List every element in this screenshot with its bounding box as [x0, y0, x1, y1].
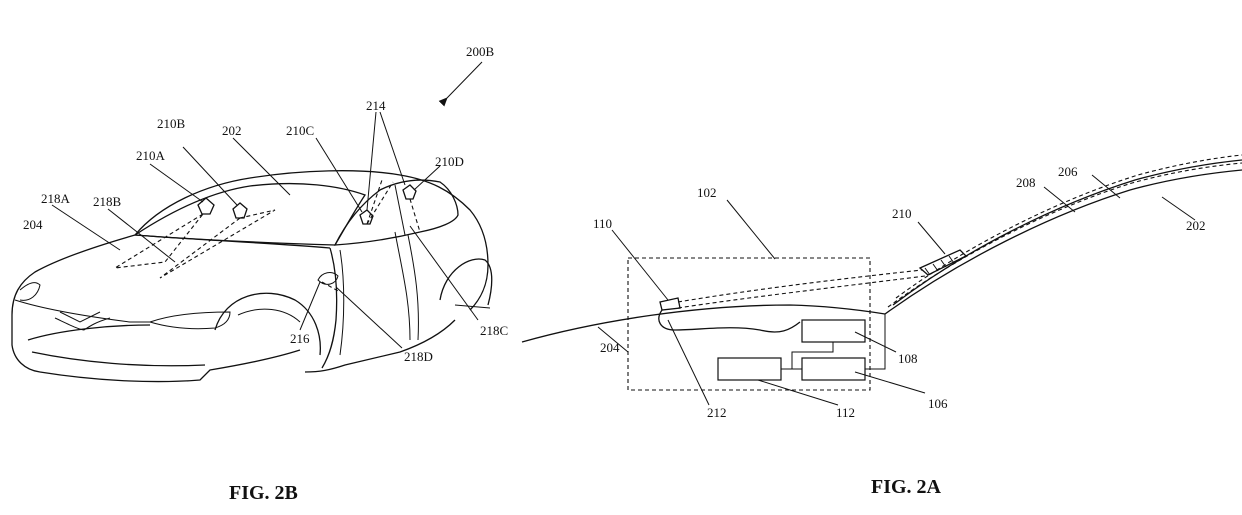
label-218c: 218C [480, 323, 508, 338]
sensor-210b [232, 202, 248, 219]
label-216: 216 [290, 331, 310, 346]
label-210c: 210C [286, 123, 314, 138]
cable-lower [677, 275, 926, 309]
leader-lines-2b [51, 61, 483, 349]
box-to-windshield-line [865, 314, 886, 370]
label-202-2a: 202 [1186, 218, 1206, 233]
leader-lines-2a [597, 174, 1196, 406]
figure-2a: 206 208 202 210 102 110 204 108 106 212 … [521, 154, 1242, 498]
label-210d: 210D [435, 154, 464, 169]
component-108 [801, 319, 866, 343]
label-102: 102 [697, 185, 717, 200]
label-218a: 218A [41, 191, 71, 206]
label-204-2a: 204 [600, 340, 620, 355]
car-outline [11, 170, 493, 383]
label-208: 208 [1016, 175, 1036, 190]
sensing-fields-218 [114, 179, 421, 293]
box-connections [781, 342, 834, 370]
label-214: 214 [366, 98, 386, 113]
sensor-210a [197, 197, 215, 215]
label-200b: 200B [466, 44, 495, 59]
label-206: 206 [1058, 164, 1078, 179]
sensor-210 [918, 249, 968, 276]
channel-212 [658, 309, 801, 333]
hood-204 [521, 304, 886, 343]
label-218b: 218B [93, 194, 122, 209]
label-110: 110 [593, 216, 612, 231]
label-210: 210 [892, 206, 912, 221]
caption-fig-2b: FIG. 2B [229, 482, 298, 504]
windshield-202 [884, 154, 1242, 315]
sensor-210c [359, 209, 374, 225]
sensor-210d [402, 184, 417, 200]
sensors-210 [197, 184, 417, 225]
label-218d: 218D [404, 349, 433, 364]
label-204: 204 [23, 217, 43, 232]
figure-2b: 200B 214 210B 202 210C 210D 210A 218A 21… [11, 44, 508, 504]
sensor-210-hatching [924, 255, 955, 276]
component-112 [717, 357, 782, 381]
component-106 [801, 357, 866, 381]
label-108: 108 [898, 351, 918, 366]
housing-102 [627, 257, 871, 391]
label-202: 202 [222, 123, 242, 138]
label-210b: 210B [157, 116, 186, 131]
emitter-110 [659, 297, 681, 311]
cable-upper [677, 269, 923, 303]
label-112: 112 [836, 405, 855, 420]
caption-fig-2a: FIG. 2A [871, 476, 942, 498]
label-210a: 210A [136, 148, 166, 163]
label-106: 106 [928, 396, 948, 411]
label-212: 212 [707, 405, 727, 420]
